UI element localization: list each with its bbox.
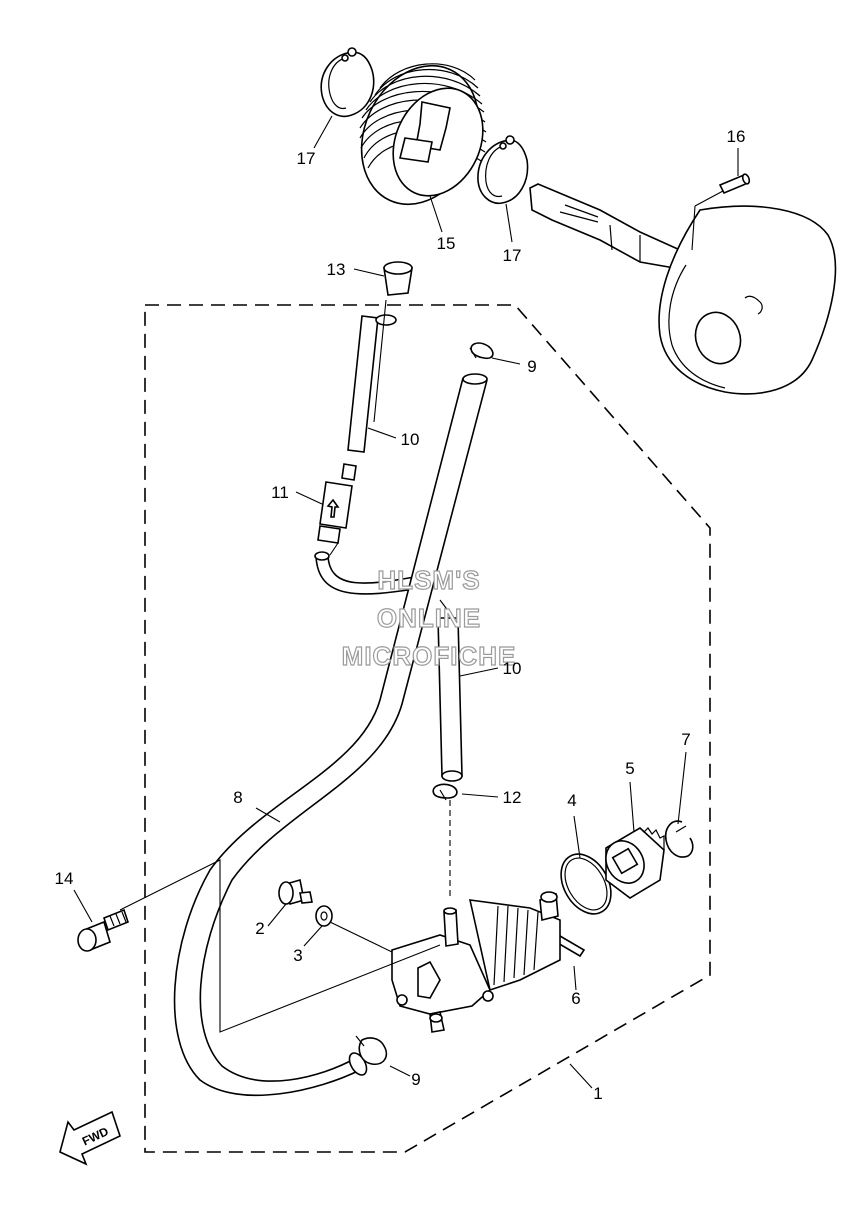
part-3-washer[interactable] xyxy=(315,905,333,927)
callout-17-right: 17 xyxy=(503,246,522,265)
watermark: HLSM'S ONLINE MICROFICHE xyxy=(341,564,517,671)
callout-13: 13 xyxy=(327,260,346,279)
callout-12: 12 xyxy=(503,788,522,807)
part-1-oil-pump[interactable] xyxy=(391,891,561,1033)
watermark-line-3: MICROFICHE xyxy=(342,641,517,671)
leader-lines xyxy=(73,115,739,1089)
hose-filter-outlet xyxy=(314,551,421,595)
callout-16: 16 xyxy=(727,127,746,146)
callout-9-upper: 9 xyxy=(527,357,536,376)
callout-14: 14 xyxy=(55,869,74,888)
callout-17-left: 17 xyxy=(297,149,316,168)
callout-15: 15 xyxy=(437,234,456,253)
callout-6: 6 xyxy=(571,989,580,1008)
part-13-spacer[interactable] xyxy=(383,261,413,296)
part-16-pin[interactable] xyxy=(718,173,751,195)
forward-direction-arrow: FWD xyxy=(59,1110,121,1166)
part-5-driven-gear[interactable] xyxy=(598,827,665,899)
callout-labels: 17 15 17 16 13 9 10 11 10 12 4 5 7 6 8 2… xyxy=(55,127,746,1103)
callout-2: 2 xyxy=(255,919,264,938)
watermark-line-1: HLSM'S xyxy=(377,565,480,595)
callout-1: 1 xyxy=(593,1084,602,1103)
callout-10-lower: 10 xyxy=(503,659,522,678)
part-10-tube-lower[interactable] xyxy=(437,599,463,782)
part-12-clamp[interactable] xyxy=(432,783,458,801)
part-4-o-ring[interactable] xyxy=(551,845,621,922)
callout-9-lower: 9 xyxy=(411,1070,420,1089)
callout-4: 4 xyxy=(567,791,576,810)
part-11-filter[interactable] xyxy=(317,463,357,556)
part-9-clamp-upper[interactable] xyxy=(469,342,494,360)
callout-11: 11 xyxy=(271,483,289,502)
part-8-long-hose[interactable] xyxy=(173,373,488,1097)
part-15-pulley[interactable] xyxy=(340,47,501,224)
part-14-bolt[interactable] xyxy=(77,908,129,952)
part-17-circlip-left[interactable] xyxy=(320,47,375,118)
part-9-clamp-lower[interactable] xyxy=(355,1035,388,1066)
part-7-circlip[interactable] xyxy=(664,820,694,858)
assembly-boundary xyxy=(144,304,711,1153)
callout-8: 8 xyxy=(233,788,242,807)
callout-7: 7 xyxy=(681,730,690,749)
callout-5: 5 xyxy=(625,759,634,778)
callout-3: 3 xyxy=(293,946,302,965)
part-17-circlip-right[interactable] xyxy=(477,135,529,205)
watermark-line-2: ONLINE xyxy=(377,603,481,633)
crankshaft-assembly xyxy=(529,183,837,395)
part-10-tube-upper[interactable] xyxy=(347,299,397,453)
callout-10-upper: 10 xyxy=(401,430,420,449)
